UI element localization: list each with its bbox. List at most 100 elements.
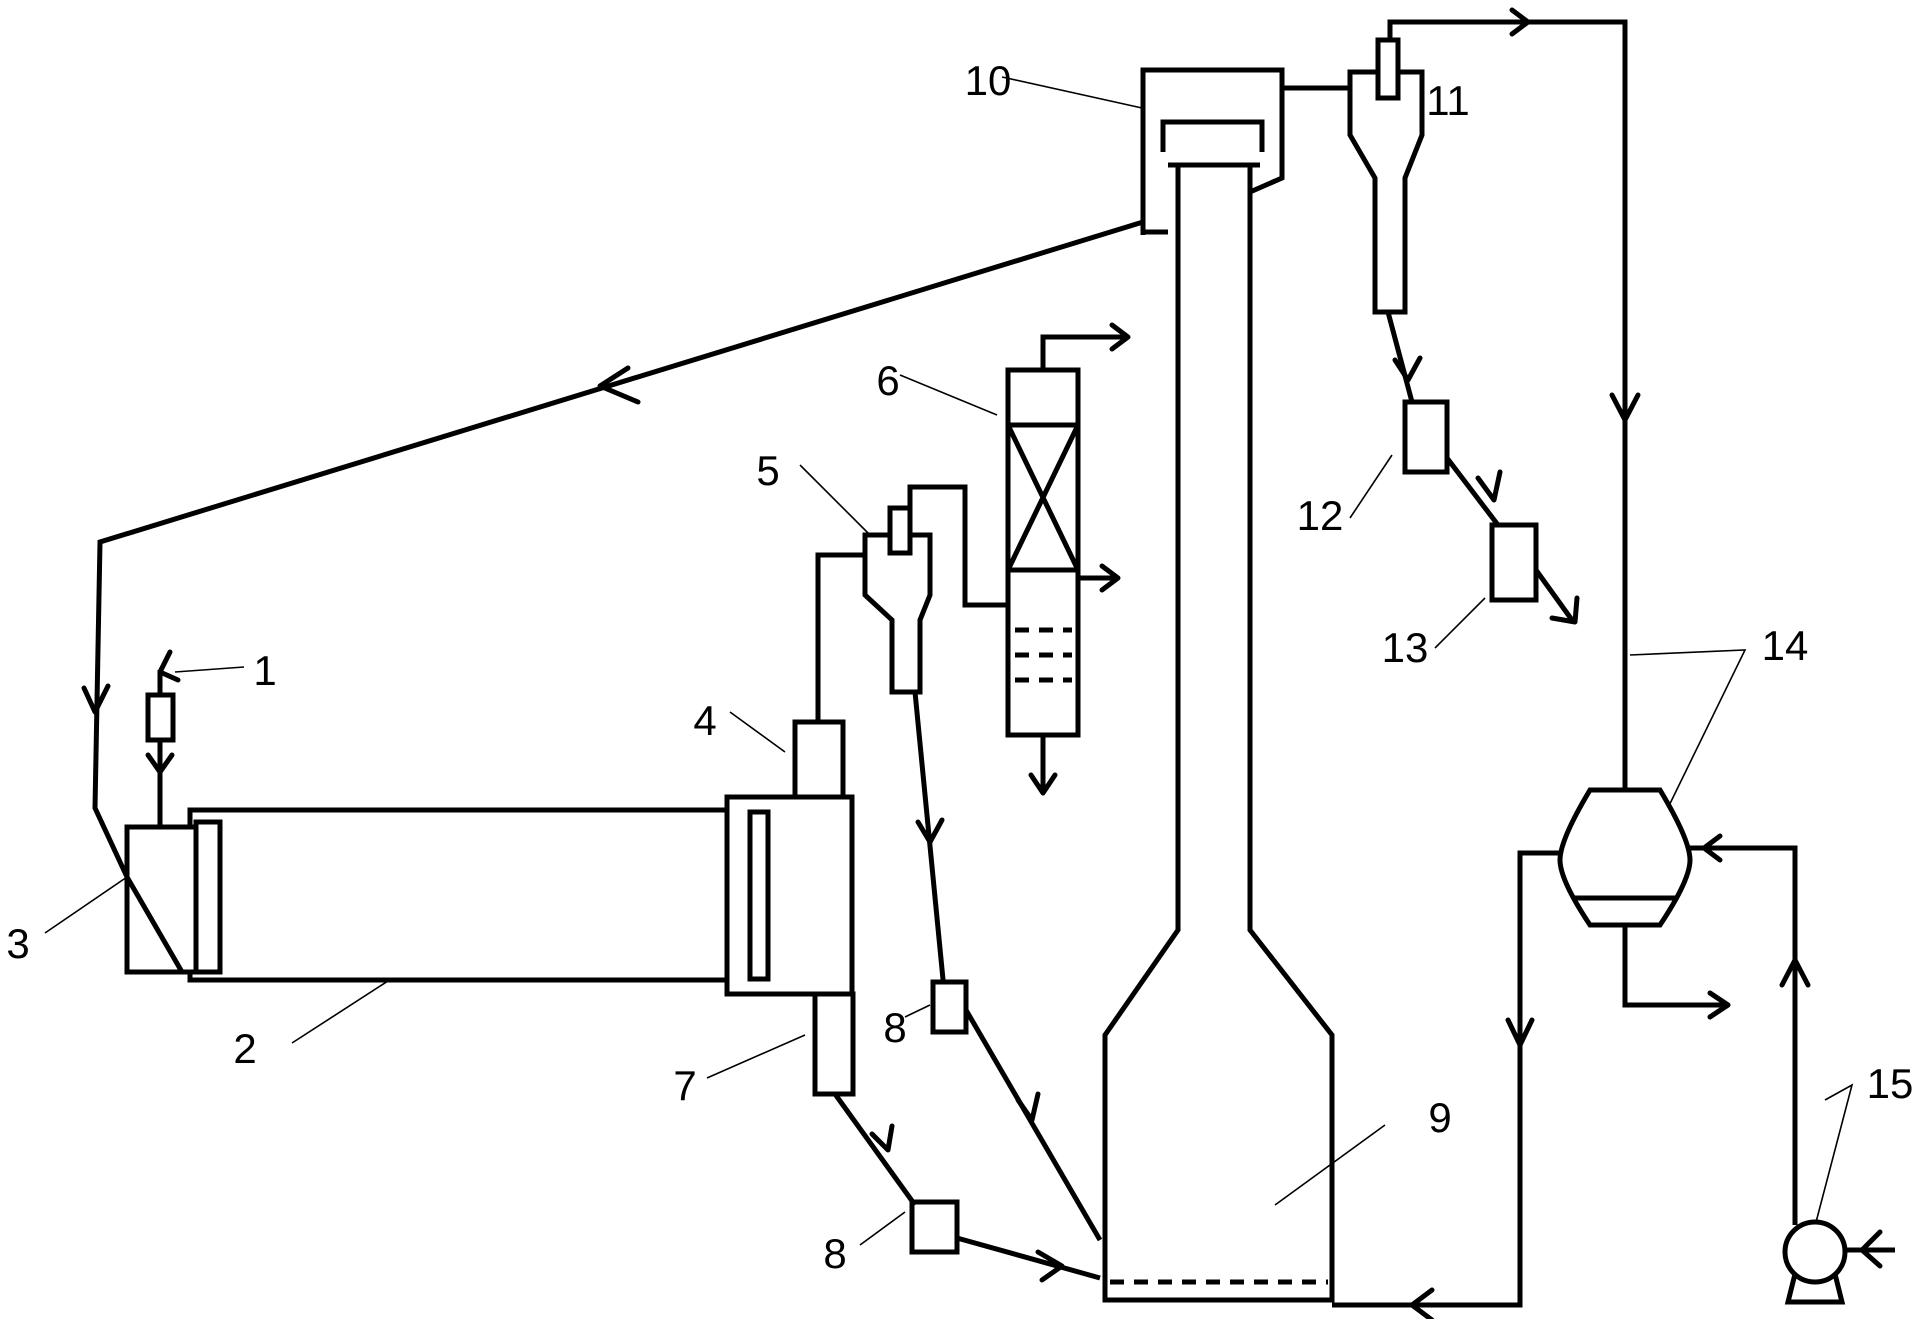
- leader-12: [1349, 454, 1393, 519]
- leader-7: [706, 1034, 806, 1079]
- cyclone-5-solids-pipe: [912, 691, 948, 1001]
- column-top-outlet: [1040, 334, 1125, 370]
- cyclone-5-body: [862, 532, 933, 695]
- cyclone-5-gas-pipe: [907, 484, 1008, 608]
- recycle-arrow-top: [597, 365, 641, 405]
- label-8a: 8: [883, 1004, 906, 1051]
- cyclone-11-solids-arrow: [1392, 355, 1423, 383]
- drum-outlet-housing: [724, 794, 855, 997]
- pipe-8upper-to-reactor: [963, 1008, 1103, 1242]
- column-top-arrow: [1109, 322, 1131, 352]
- feeder-1: [145, 649, 181, 827]
- valve-8-lower: [909, 1199, 960, 1255]
- column-packing-x: [1005, 423, 1081, 572]
- line-14-down-arrow: [1609, 392, 1641, 423]
- leader-15: [1814, 1083, 1854, 1227]
- arrow-12-13: [1475, 469, 1503, 503]
- pipe-12-to-13: [1445, 456, 1500, 527]
- cyclone-5-solids-arrow: [915, 817, 945, 845]
- cyclone-5-vortex-finder: [887, 505, 913, 556]
- box-13: [1489, 522, 1539, 603]
- feeder-inlet-arrow: [157, 649, 181, 698]
- labels: 1 2 3 4 5 6 7 8 8 9 10 11 12 13 14 15: [6, 57, 1913, 1277]
- leader-3: [44, 876, 128, 934]
- cyclone-11-body: [1347, 69, 1425, 315]
- pump-base: [1784, 1273, 1846, 1305]
- recycle-arrow-left: [81, 683, 111, 715]
- arrow-13-out: [1549, 595, 1580, 625]
- cyclone-11: [1347, 7, 1641, 792]
- recycle-line-10-to-3: [92, 219, 1144, 879]
- reactor-inlet-arrow: [1409, 1287, 1435, 1319]
- leader-5: [799, 464, 871, 536]
- hopper-collar: [193, 819, 223, 975]
- heat-exchanger-14: [1332, 787, 1811, 1319]
- pump-body: [1782, 1219, 1848, 1285]
- leader-10: [1001, 76, 1143, 109]
- label-7: 7: [673, 1062, 696, 1109]
- drum-outlet-flange: [747, 809, 771, 982]
- valve-8-upper: [930, 979, 969, 1035]
- label-13: 13: [1382, 624, 1429, 671]
- label-11: 11: [1426, 77, 1470, 124]
- leader-8a: [904, 1004, 931, 1018]
- exchanger-left-down-arrow: [1505, 1017, 1535, 1048]
- leader-6: [899, 374, 998, 416]
- solids-outlet-7: [812, 991, 856, 1097]
- exchanger-right-pipe: [1690, 845, 1798, 1225]
- leader-4: [729, 711, 786, 753]
- leader-8b: [859, 1211, 906, 1246]
- cyclone-11-gas-out: [1387, 19, 1628, 792]
- cyclone-5: [815, 484, 1008, 1001]
- pump-inlet-arrow: [1859, 1229, 1883, 1269]
- leader-13: [1434, 597, 1486, 649]
- rotary-drum-2: [187, 794, 855, 997]
- gas-outlet-4: [792, 719, 846, 800]
- cyclone-11-solids-pipe: [1385, 311, 1415, 403]
- label-8b: 8: [823, 1230, 846, 1277]
- pipe-7-to-8lower: [832, 1092, 918, 1207]
- column-side-arrow: [1099, 563, 1121, 593]
- separator-inner-hood: [1160, 119, 1265, 152]
- arrow-8lower: [1035, 1249, 1065, 1283]
- pipe-13-out: [1533, 568, 1575, 622]
- box-12: [1402, 399, 1450, 475]
- drum-body: [187, 807, 753, 983]
- label-6: 6: [876, 357, 899, 404]
- leader-lines: [44, 76, 1854, 1246]
- label-5: 5: [756, 447, 779, 494]
- exchanger-bottom-arrow: [1707, 990, 1731, 1020]
- label-15: 15: [1867, 1060, 1914, 1107]
- separator-10: [1140, 67, 1350, 235]
- exchanger-body: [1557, 787, 1693, 928]
- exchanger-right-arrow: [1701, 833, 1723, 863]
- pump-15: [1782, 1219, 1895, 1305]
- label-9: 9: [1428, 1094, 1451, 1141]
- reactor-9: [1102, 162, 1335, 1303]
- exchanger-bottom-outlet: [1622, 925, 1725, 1008]
- leader-14: [1629, 649, 1747, 821]
- cyclone-11-gas-arrow: [1509, 7, 1531, 37]
- exchanger-up-arrow: [1779, 957, 1811, 988]
- cyclone-5-pipe-in: [815, 552, 865, 722]
- label-14: 14: [1762, 622, 1809, 669]
- reactor-shell: [1102, 200, 1335, 1303]
- separator-shell: [1140, 67, 1285, 235]
- leader-1: [174, 666, 245, 673]
- pipe-8lower-to-reactor: [956, 1235, 1101, 1281]
- label-1: 1: [253, 647, 276, 694]
- arrow-7: [869, 1123, 895, 1153]
- label-4: 4: [693, 697, 716, 744]
- packed-column-6: [1005, 322, 1131, 796]
- exchanger-left-pipe: [1332, 850, 1560, 1308]
- feeder-down-arrow: [145, 752, 175, 775]
- label-12: 12: [1297, 492, 1344, 539]
- feed-hopper-3: [124, 819, 223, 975]
- feeder-box: [145, 692, 176, 743]
- label-10: 10: [965, 57, 1012, 104]
- label-3: 3: [6, 920, 29, 967]
- cyclone-11-vortex-finder: [1375, 37, 1401, 101]
- label-2: 2: [233, 1025, 256, 1072]
- arrow-8upper: [1015, 1091, 1041, 1123]
